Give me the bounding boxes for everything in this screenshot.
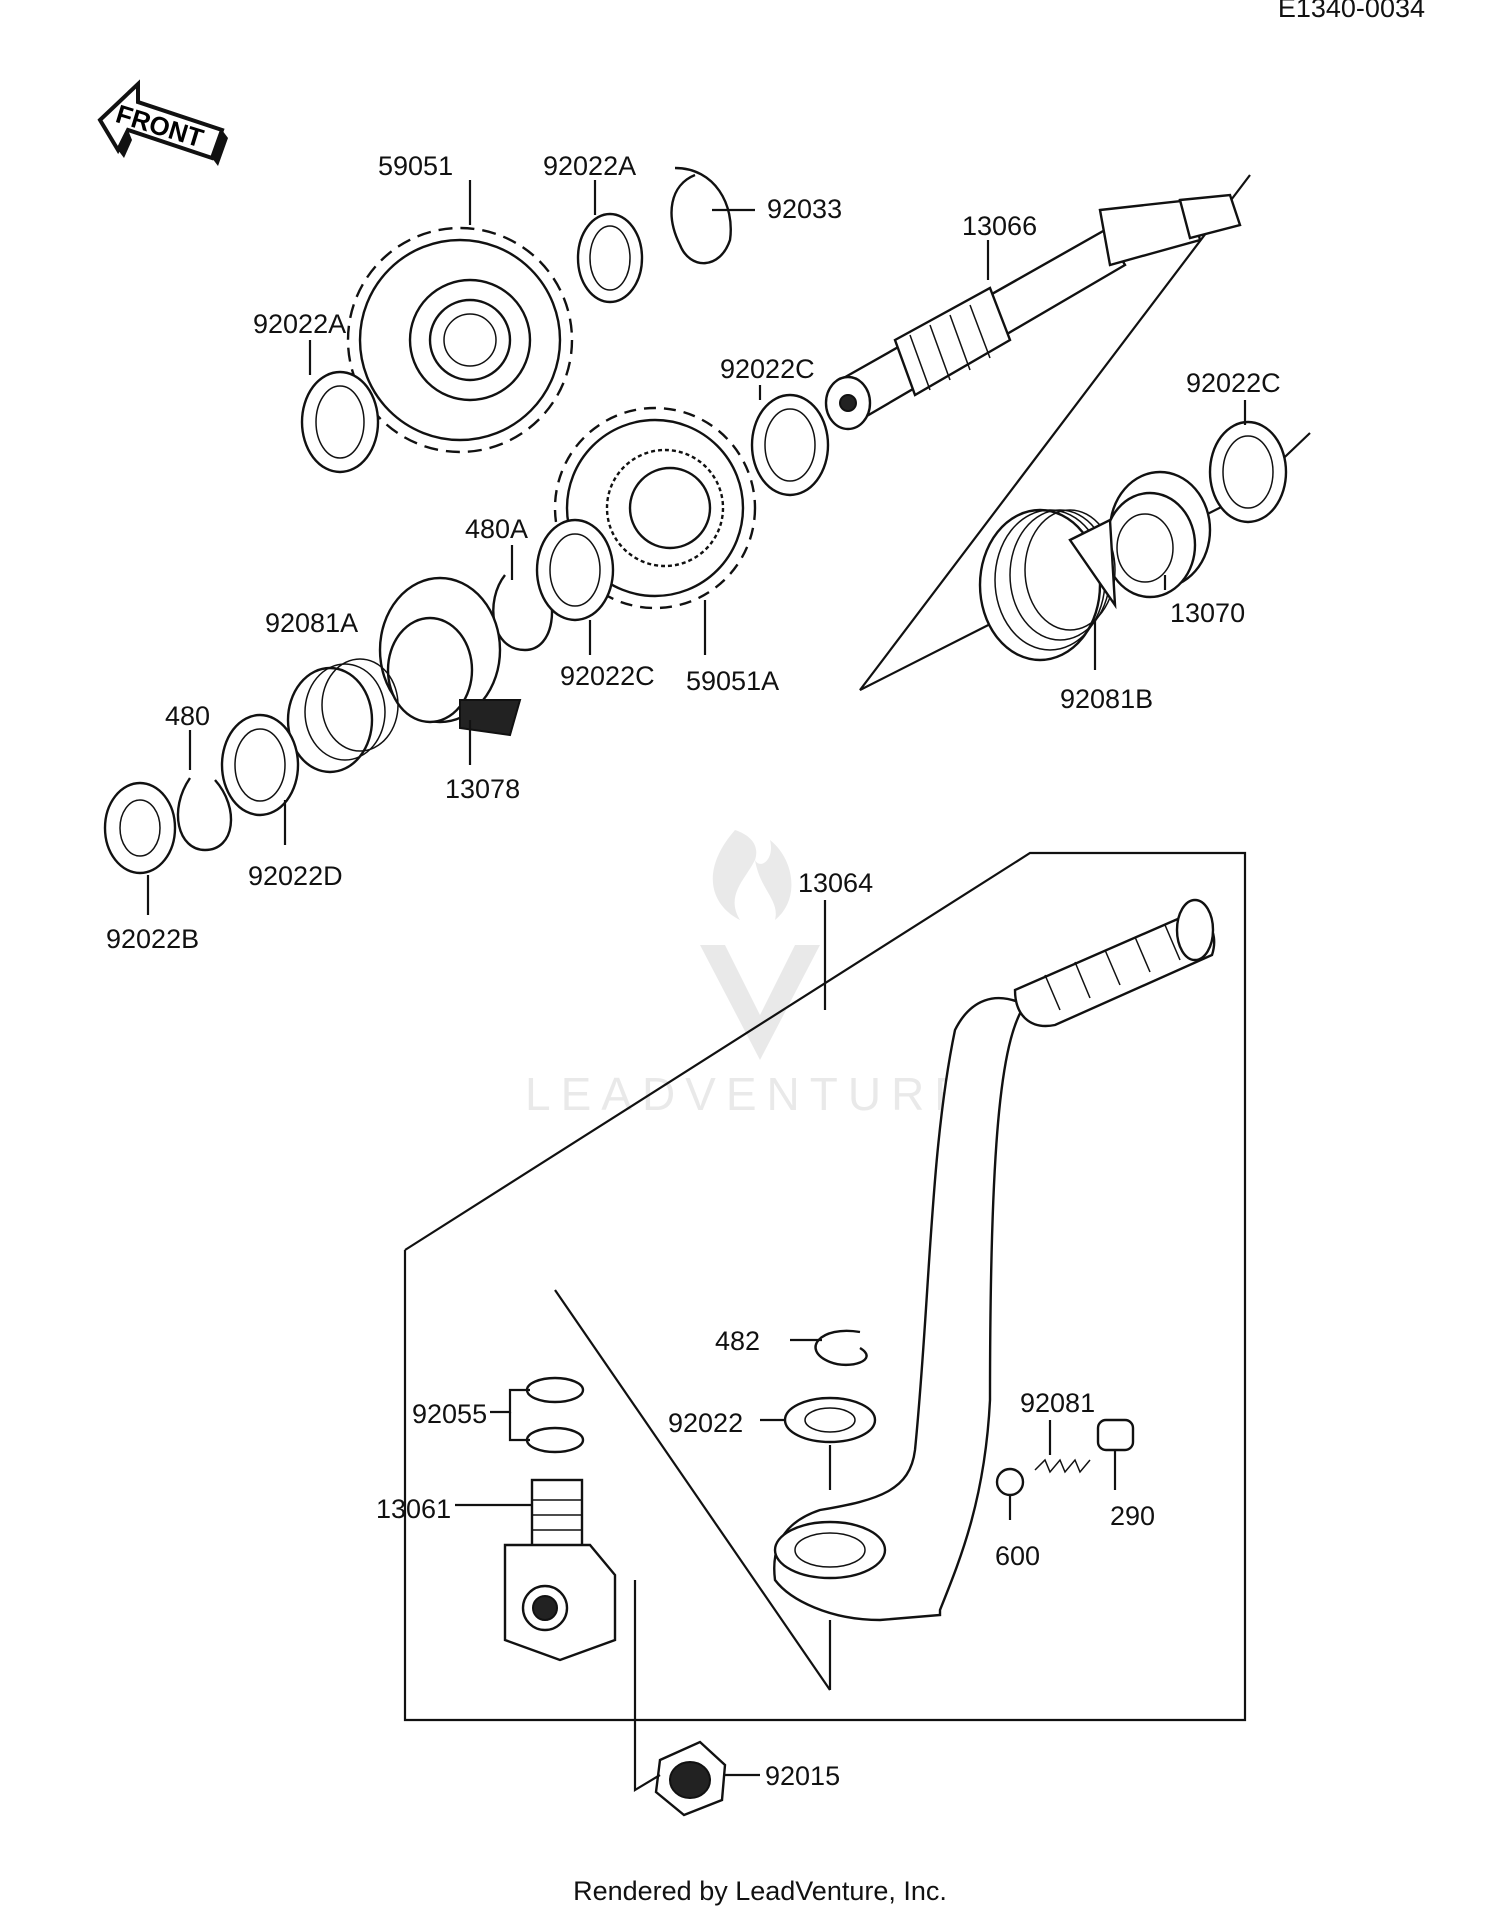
washer-92022D xyxy=(220,713,300,817)
washer-92022C-mid xyxy=(750,393,830,497)
label-59051A: 59051A xyxy=(686,666,779,696)
collar-13070 xyxy=(1103,470,1212,599)
shaft-13066 xyxy=(824,193,1242,431)
label-600: 600 xyxy=(995,1541,1040,1571)
label-92022D: 92022D xyxy=(248,861,343,891)
label-92015: 92015 xyxy=(765,1761,840,1791)
label-482: 482 xyxy=(715,1326,760,1356)
label-13061: 13061 xyxy=(376,1494,451,1524)
label-480: 480 xyxy=(165,701,210,731)
front-arrow-icon: FRONT xyxy=(97,79,228,166)
watermark-text: LEADVENTURE xyxy=(525,1068,975,1120)
label-290: 290 xyxy=(1110,1501,1155,1531)
label-92022: 92022 xyxy=(668,1408,743,1438)
footer-credit: Rendered by LeadVenture, Inc. xyxy=(573,1876,947,1906)
plug-290 xyxy=(1096,1418,1135,1452)
diagram-code: E1340-0034 xyxy=(1278,0,1425,23)
watermark: LEADVENTURE xyxy=(525,830,975,1120)
washer-92022C-low xyxy=(535,518,615,622)
label-92081B: 92081B xyxy=(1060,684,1153,714)
leader-lines xyxy=(146,180,1247,1792)
label-13066: 13066 xyxy=(962,211,1037,241)
gear-59051 xyxy=(346,226,574,454)
watermark-flame-icon xyxy=(712,830,792,920)
label-92022B: 92022B xyxy=(106,924,199,954)
part-labels: 59051 92022A 92033 13066 92022A 92022C 9… xyxy=(106,151,1281,1791)
shaft-13061 xyxy=(503,1478,617,1662)
label-92022C-low: 92022C xyxy=(560,661,655,691)
circlip-480 xyxy=(176,777,233,852)
washer-92022C-right xyxy=(1208,420,1288,524)
label-92081: 92081 xyxy=(1020,1388,1095,1418)
o-ring-92055-bottom xyxy=(525,1426,585,1454)
label-92033: 92033 xyxy=(767,194,842,224)
nut-92015 xyxy=(654,1740,727,1817)
label-13078: 13078 xyxy=(445,774,520,804)
ball-600 xyxy=(995,1467,1025,1497)
gear-59051A xyxy=(553,406,757,610)
washer-92022A-top xyxy=(576,212,644,304)
label-480A: 480A xyxy=(465,514,528,544)
label-13070: 13070 xyxy=(1170,598,1245,628)
label-59051: 59051 xyxy=(378,151,453,181)
label-92081A: 92081A xyxy=(265,608,358,638)
watermark-v-icon xyxy=(700,945,820,1060)
kick-pedal-13064 xyxy=(773,898,1216,1622)
circlip-92033 xyxy=(670,166,732,265)
washer-92022 xyxy=(783,1396,877,1444)
kick-pedal-group-outline xyxy=(403,851,1247,1722)
washer-92022B xyxy=(103,781,177,875)
spring-92081B xyxy=(978,508,1117,662)
label-13064: 13064 xyxy=(798,868,873,898)
o-ring-92055-top xyxy=(525,1376,585,1404)
washer-92022A-left xyxy=(300,370,380,474)
label-92022A-left: 92022A xyxy=(253,309,346,339)
spring-92081A xyxy=(286,658,399,774)
e-clip-482 xyxy=(814,1329,868,1367)
label-92022A-top: 92022A xyxy=(543,151,636,181)
label-92055: 92055 xyxy=(412,1399,487,1429)
ratchet-13078 xyxy=(378,576,522,737)
spring-92081 xyxy=(1034,1458,1091,1474)
label-92022C-right: 92022C xyxy=(1186,368,1281,398)
label-92022C-mid: 92022C xyxy=(720,354,815,384)
